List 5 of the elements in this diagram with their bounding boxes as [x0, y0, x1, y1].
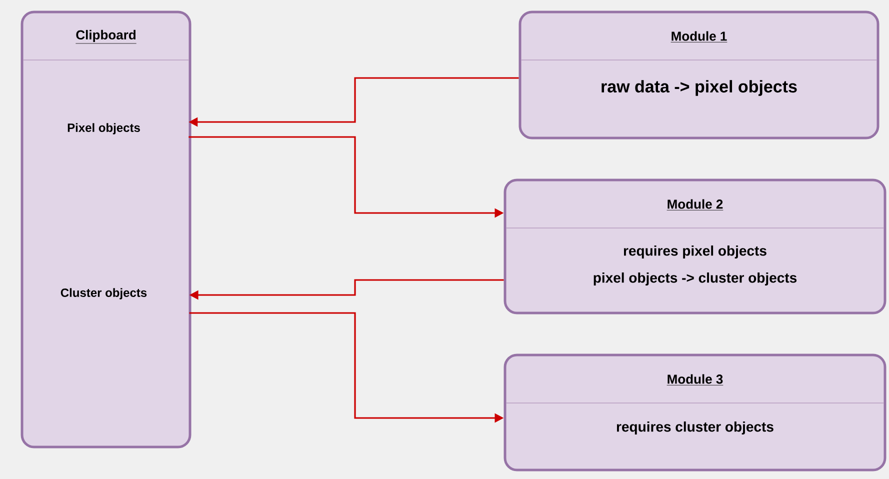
module-box: Module 1 raw data -> pixel objects: [518, 10, 880, 140]
object-label: Cluster objects: [60, 288, 147, 300]
module-box: Module 2 requires pixel objects pixel objects -> cluster objects: [504, 178, 886, 314]
module-box: Module 3 requires cluster objects: [504, 354, 886, 472]
object-label: Pixel objects: [68, 123, 140, 134]
